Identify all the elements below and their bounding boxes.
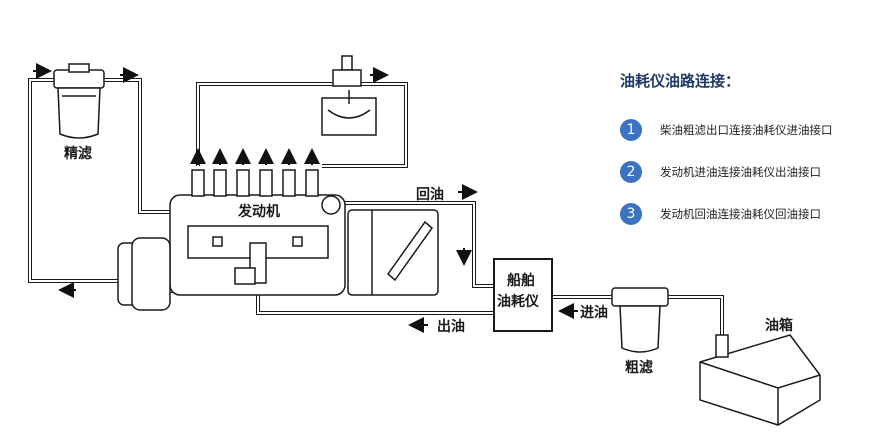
flow-arrows [33,63,578,333]
legend-item-text: 柴油粗滤出口连接油耗仪进油接口 [660,123,833,137]
inlet-oil-label: 进油 [580,304,608,321]
fine-filter-label: 精滤 [64,145,92,162]
injector-nozzle [321,55,377,136]
legend-item: 3 发动机回油连接油耗仪回油接口 [620,201,870,227]
coarse-filter [611,287,669,353]
fuel-tank-label: 油箱 [765,317,793,334]
engine-label: 发动机 [237,203,280,220]
legend-title: 油耗仪油路连接： [620,72,741,90]
outlet-oil-label: 出油 [437,318,465,335]
legend: 油耗仪油路连接： 1 柴油粗滤出口连接油耗仪进油接口 2 发动机进油连接油耗仪出… [620,70,870,243]
fuel-tank [699,334,821,426]
fuel-meter-label-line1: 船舶 [507,272,535,289]
number-badge: 2 [620,161,642,183]
return-oil-label: 回油 [416,186,444,203]
legend-item: 1 柴油粗滤出口连接油耗仪进油接口 [620,117,870,143]
number-badge: 1 [620,119,642,141]
legend-item-text: 发动机回油连接油耗仪回油接口 [660,207,821,221]
fine-filter [53,63,105,139]
coarse-filter-label: 粗滤 [625,359,653,376]
fuel-meter-label-line2: 油耗仪 [497,293,540,310]
fuel-meter [493,258,553,332]
engine [117,169,439,311]
legend-item-text: 发动机进油连接油耗仪出油接口 [660,165,821,179]
number-badge: 3 [620,203,642,225]
legend-item: 2 发动机进油连接油耗仪出油接口 [620,159,870,185]
